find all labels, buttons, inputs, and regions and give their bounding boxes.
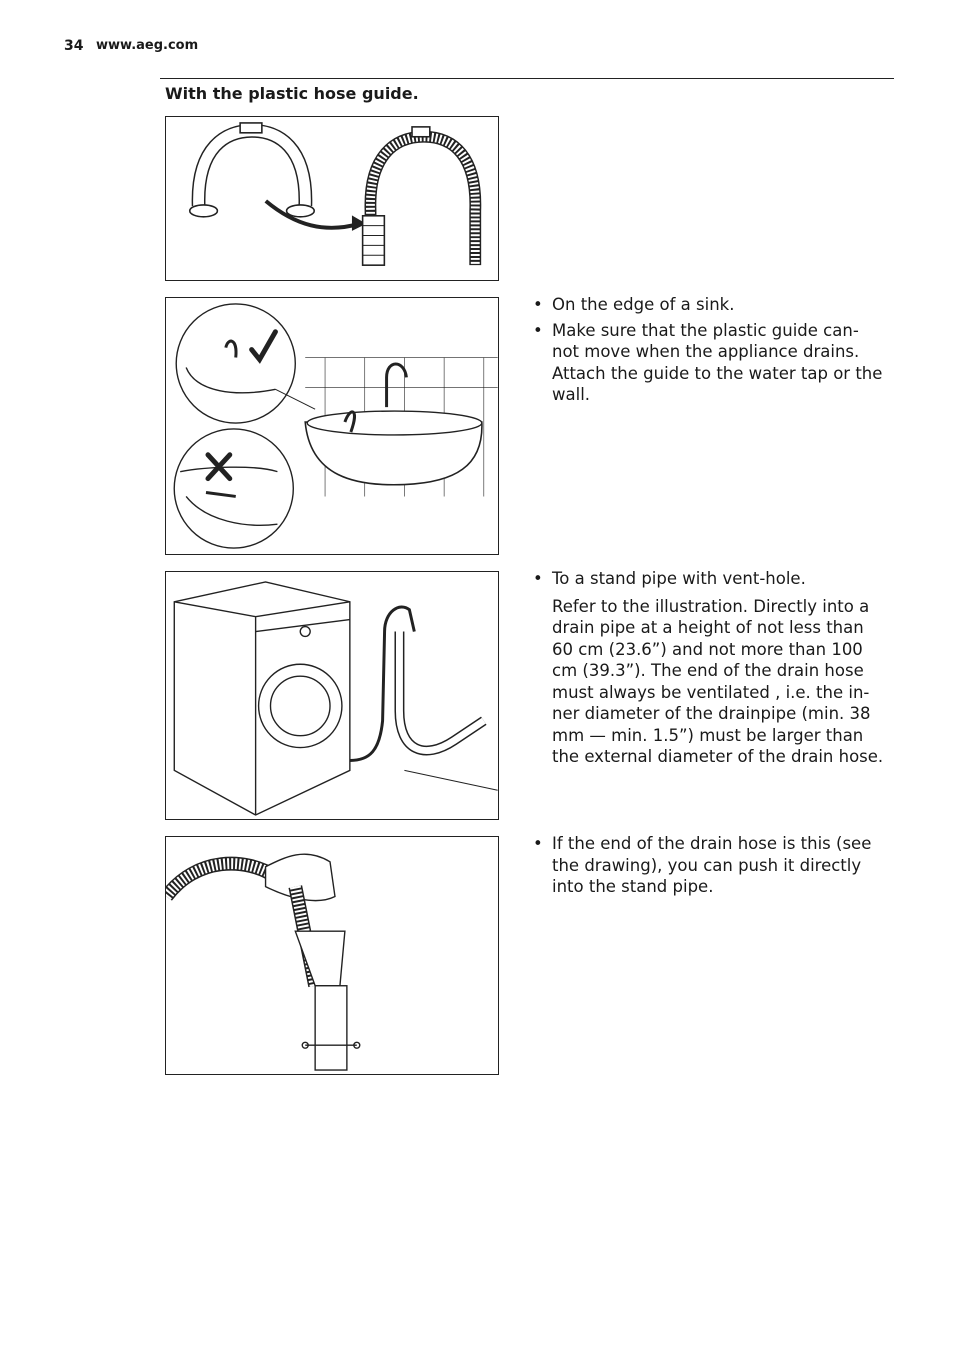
section-heading: With the plastic hose guide. (165, 84, 419, 103)
text-block-sink: On the edge of a sink. Make sure that th… (532, 294, 884, 410)
hose-guide-illustration (165, 116, 499, 281)
sink-illustration (165, 297, 499, 555)
stand-pipe-illustration (165, 571, 499, 820)
list-item: On the edge of a sink. (532, 294, 884, 316)
text-block-stand-pipe: To a stand pipe with vent-hole. Refer to… (532, 568, 884, 768)
header-rule (160, 78, 894, 79)
website-url: www.aeg.com (96, 38, 199, 53)
push-hose-illustration (165, 836, 499, 1075)
paragraph: Refer to the illustration. Directly into… (552, 596, 884, 767)
list-item: Make sure that the plastic guide can-not… (532, 320, 884, 406)
cross-icon (205, 452, 233, 482)
checkmark-icon (249, 329, 278, 364)
list-item: To a stand pipe with vent-hole. (532, 568, 884, 590)
text-block-push-hose: If the end of the drain hose is this (se… (532, 833, 884, 902)
list-item: If the end of the drain hose is this (se… (532, 833, 884, 898)
page-number: 34 (64, 38, 84, 54)
